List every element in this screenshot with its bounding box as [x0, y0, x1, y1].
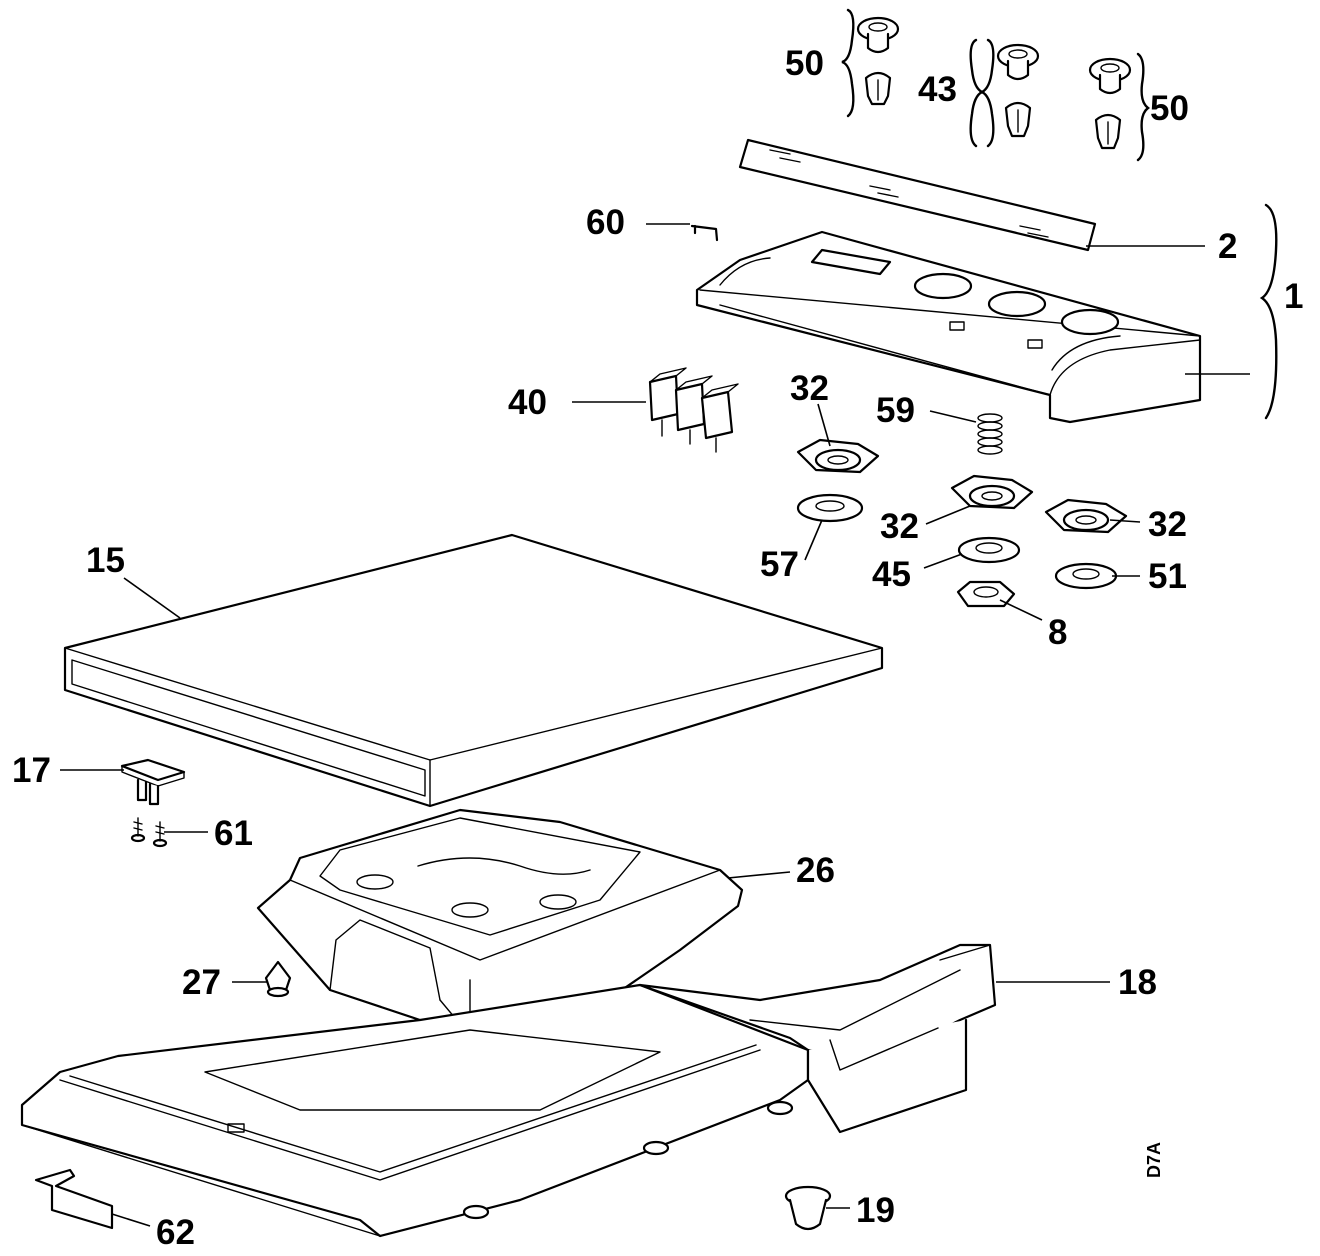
callout-19: 19: [856, 1191, 895, 1230]
switch-block-40: [648, 367, 739, 453]
base-frame: [20, 983, 810, 1238]
callout-60: 60: [586, 203, 625, 242]
callout-50-right: 50: [1150, 89, 1189, 128]
callout-45: 45: [872, 555, 911, 594]
clip-60: [690, 224, 719, 242]
callout-27: 27: [182, 963, 221, 1002]
clip-62: [34, 1168, 114, 1230]
knob-group-43: [996, 43, 1040, 138]
bearing-32-middle: [950, 474, 1034, 510]
callout-18: 18: [1118, 963, 1157, 1002]
callout-32-top: 32: [790, 369, 829, 408]
callout-59: 59: [876, 391, 915, 430]
drawing-code: D7A: [1144, 1142, 1164, 1178]
brace-43-left: [979, 38, 995, 148]
callout-32-middle: 32: [880, 507, 919, 546]
callout-50-left: 50: [785, 44, 824, 83]
bearing-32-right: [1044, 498, 1128, 534]
brace-50-right: [1136, 52, 1150, 162]
brace-1: [1259, 203, 1278, 420]
callout-43: 43: [918, 70, 957, 109]
brace-43-right: [969, 38, 985, 148]
knob-group-50-right: [1088, 57, 1132, 150]
callout-51: 51: [1148, 557, 1187, 596]
plug-19: [784, 1185, 832, 1231]
callout-26: 26: [796, 851, 835, 890]
callout-15: 15: [86, 541, 125, 580]
anchor-27: [264, 960, 292, 998]
spring-59: [977, 413, 1003, 455]
callout-8: 8: [1048, 613, 1067, 652]
top-lid-15: [63, 533, 884, 808]
ring-45: [957, 536, 1021, 564]
side-support-18: [638, 943, 997, 1134]
leader-lines: [60, 223, 1250, 1227]
bearing-32-top: [796, 438, 880, 474]
screws-61: [130, 817, 168, 848]
callout-17: 17: [12, 751, 51, 790]
callout-1: 1: [1284, 277, 1303, 316]
callout-32-right: 32: [1148, 505, 1187, 544]
callout-61: 61: [214, 814, 253, 853]
ring-51: [1054, 562, 1118, 590]
callout-labels: 50 43 50 60 2 1 40 32 59 32 32 57 45 51 …: [12, 44, 1303, 1252]
ring-57: [796, 493, 864, 523]
panel-strip: [738, 138, 1097, 252]
callout-57: 57: [760, 545, 799, 584]
knob-group-50-left: [856, 16, 900, 106]
callout-40: 40: [508, 383, 547, 422]
hinge-17: [120, 758, 186, 806]
callout-62: 62: [156, 1213, 195, 1252]
brace-50-left: [841, 8, 855, 118]
callout-2: 2: [1218, 227, 1237, 266]
control-panel: [695, 230, 1202, 424]
